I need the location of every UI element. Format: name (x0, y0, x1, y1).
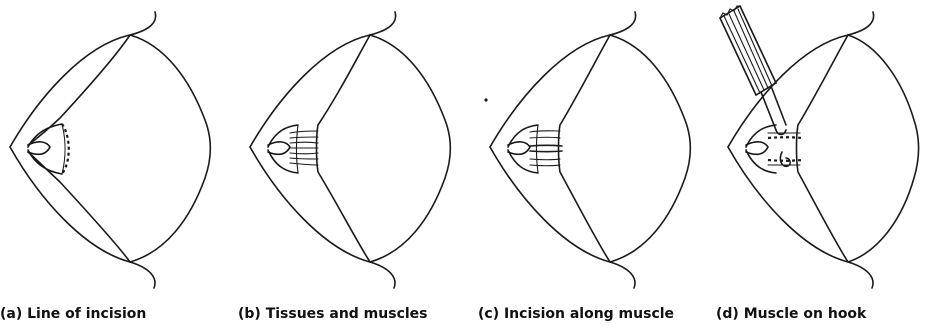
eyelid-outline (490, 12, 690, 288)
eyelid-outline (10, 12, 210, 288)
incised-muscle (530, 125, 562, 173)
muscle-hook-instrument (720, 6, 786, 135)
eye-drawing-c (478, 0, 709, 300)
panel-d: (d) Muscle on hook (716, 0, 925, 333)
stray-dot (484, 98, 487, 101)
caption-d: (d) Muscle on hook (716, 306, 925, 322)
panel-a: (a) Line of incision (0, 0, 231, 333)
panel-b: (b) Tissues and muscles (238, 0, 469, 333)
caption-a: (a) Line of incision (0, 306, 231, 322)
caption-c: (c) Incision along muscle (478, 306, 709, 322)
caption-b: (b) Tissues and muscles (238, 306, 469, 322)
eyelid-outline (728, 12, 919, 288)
eyelid-outline (250, 12, 450, 288)
exposed-muscle-fibers (290, 125, 318, 173)
eye-drawing-d (716, 0, 925, 300)
panel-c: (c) Incision along muscle (478, 0, 709, 333)
eye-drawing-b (238, 0, 469, 300)
eye-drawing-a (0, 0, 231, 300)
